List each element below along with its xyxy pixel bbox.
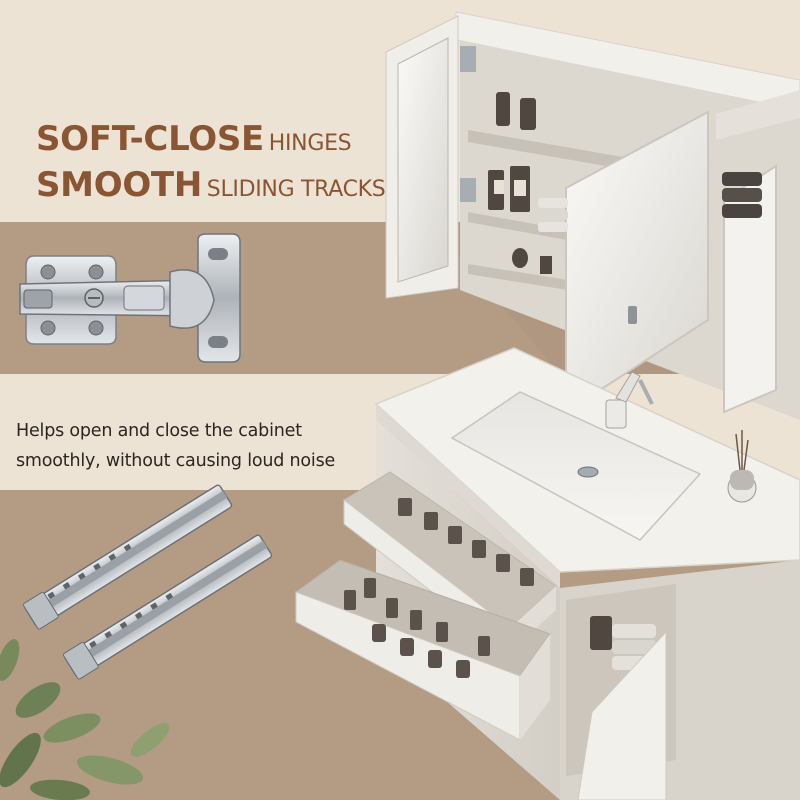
mirror-cabinet [385,11,800,420]
headline-light-1: HINGES [268,131,352,156]
headline-bold-1: SOFT-CLOSE [36,119,264,159]
feature-description: Helps open and close the cabinet smoothl… [16,416,396,476]
headline: SOFT-CLOSE HINGES SMOOTH SLIDING TRACKS [36,116,396,208]
vanity-cabinet [294,347,800,800]
drawer-slide-rail-icon [22,484,273,680]
headline-line-2: SMOOTH SLIDING TRACKS [36,162,396,208]
plant-leaves [0,639,170,800]
description-line-1: Helps open and close the cabinet [16,421,302,441]
headline-bold-2: SMOOTH [36,165,202,205]
headline-line-1: SOFT-CLOSE HINGES [36,116,396,162]
door-hinge-icon [19,233,241,363]
description-line-2: smoothly, without causing loud noise [16,451,336,471]
headline-light-2: SLIDING TRACKS [206,177,386,202]
